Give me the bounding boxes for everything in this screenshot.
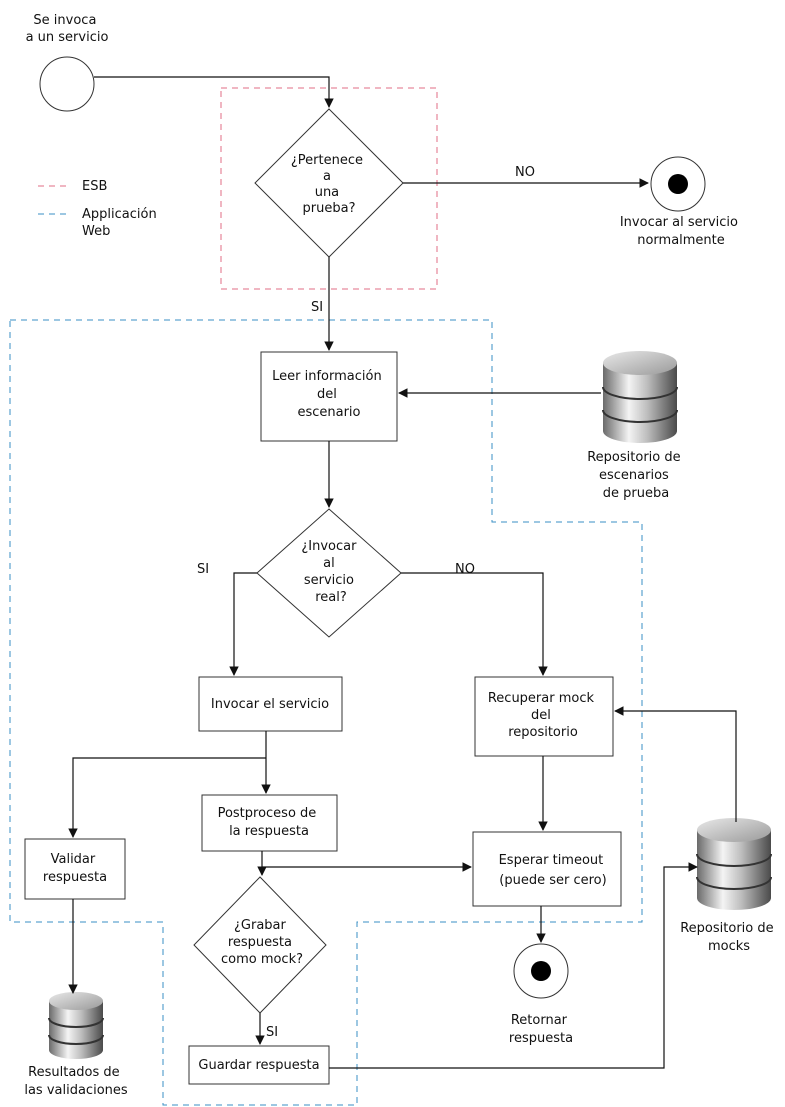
database-mocks-icon [696, 818, 772, 910]
web-region [9, 319, 643, 1106]
edge-guardar-to-repomocks [329, 862, 698, 1069]
task-validar-respuesta-label: Validar respuesta [43, 852, 107, 885]
end-normal-label: Invocar al servicio normalmente [620, 215, 742, 248]
task-leer-escenario-label: Leer información del escenario [272, 369, 386, 420]
legend-esb-label: ESB [82, 179, 107, 194]
task-invocar-servicio [198, 676, 343, 732]
repo-mocks-label: Repositorio de mocks [680, 921, 778, 954]
task-validar-respuesta [24, 838, 126, 900]
task-leer-escenario [260, 351, 398, 442]
end-event-retornar-dot [531, 961, 551, 981]
edge-invocar-no [401, 572, 548, 676]
database-escenarios-icon [602, 351, 678, 443]
end-event-normal-dot [668, 174, 688, 194]
legend-web-label: Applicación Web [82, 207, 161, 239]
end-retornar-label: Retornar respuesta [509, 1013, 573, 1046]
edge-repomocks-to-recuperar [614, 706, 737, 822]
legend: ESB Applicación Web [38, 179, 161, 239]
edge-invocar-si [229, 572, 257, 676]
repo-escenarios-label: Repositorio de escenarios de prueba [587, 450, 685, 501]
edge-label-si-1: SI [311, 300, 323, 315]
edge-label-no-2: NO [455, 562, 475, 577]
decision-grabar-label: ¿Grabar respuesta como mock? [221, 918, 303, 967]
edge-invocar-to-validar [68, 757, 266, 838]
decision-pertenece-label: ¿Pertenece a una prueba? [291, 153, 367, 216]
task-recuperar-mock-label: Recuperar mock del repositorio [488, 691, 598, 740]
task-esperar-timeout-label: Esperar timeout (puede ser cero) [499, 853, 608, 888]
edge-start-to-pertenece [94, 76, 334, 108]
decision-invocar-label: ¿Invocar al servicio real? [301, 539, 360, 605]
task-esperar-timeout [472, 831, 622, 907]
task-postproceso [201, 794, 338, 852]
task-guardar-respuesta-label: Guardar respuesta [198, 1058, 319, 1073]
edge-label-si-3: SI [266, 1025, 278, 1040]
edge-label-no-1: NO [515, 165, 535, 180]
start-event [39, 56, 95, 112]
task-invocar-servicio-label: Invocar el servicio [211, 697, 329, 712]
edge-label-si-2: SI [197, 562, 209, 577]
task-postproceso-label: Postproceso de la respuesta [218, 806, 321, 839]
task-guardar-respuesta [188, 1045, 330, 1085]
database-resultados-icon [48, 992, 104, 1059]
repo-resultados-label: Resultados de las validaciones [24, 1065, 128, 1098]
task-recuperar-mock [474, 676, 614, 757]
start-label: Se invoca a un servicio [26, 13, 109, 45]
decision-invocar [256, 508, 402, 638]
